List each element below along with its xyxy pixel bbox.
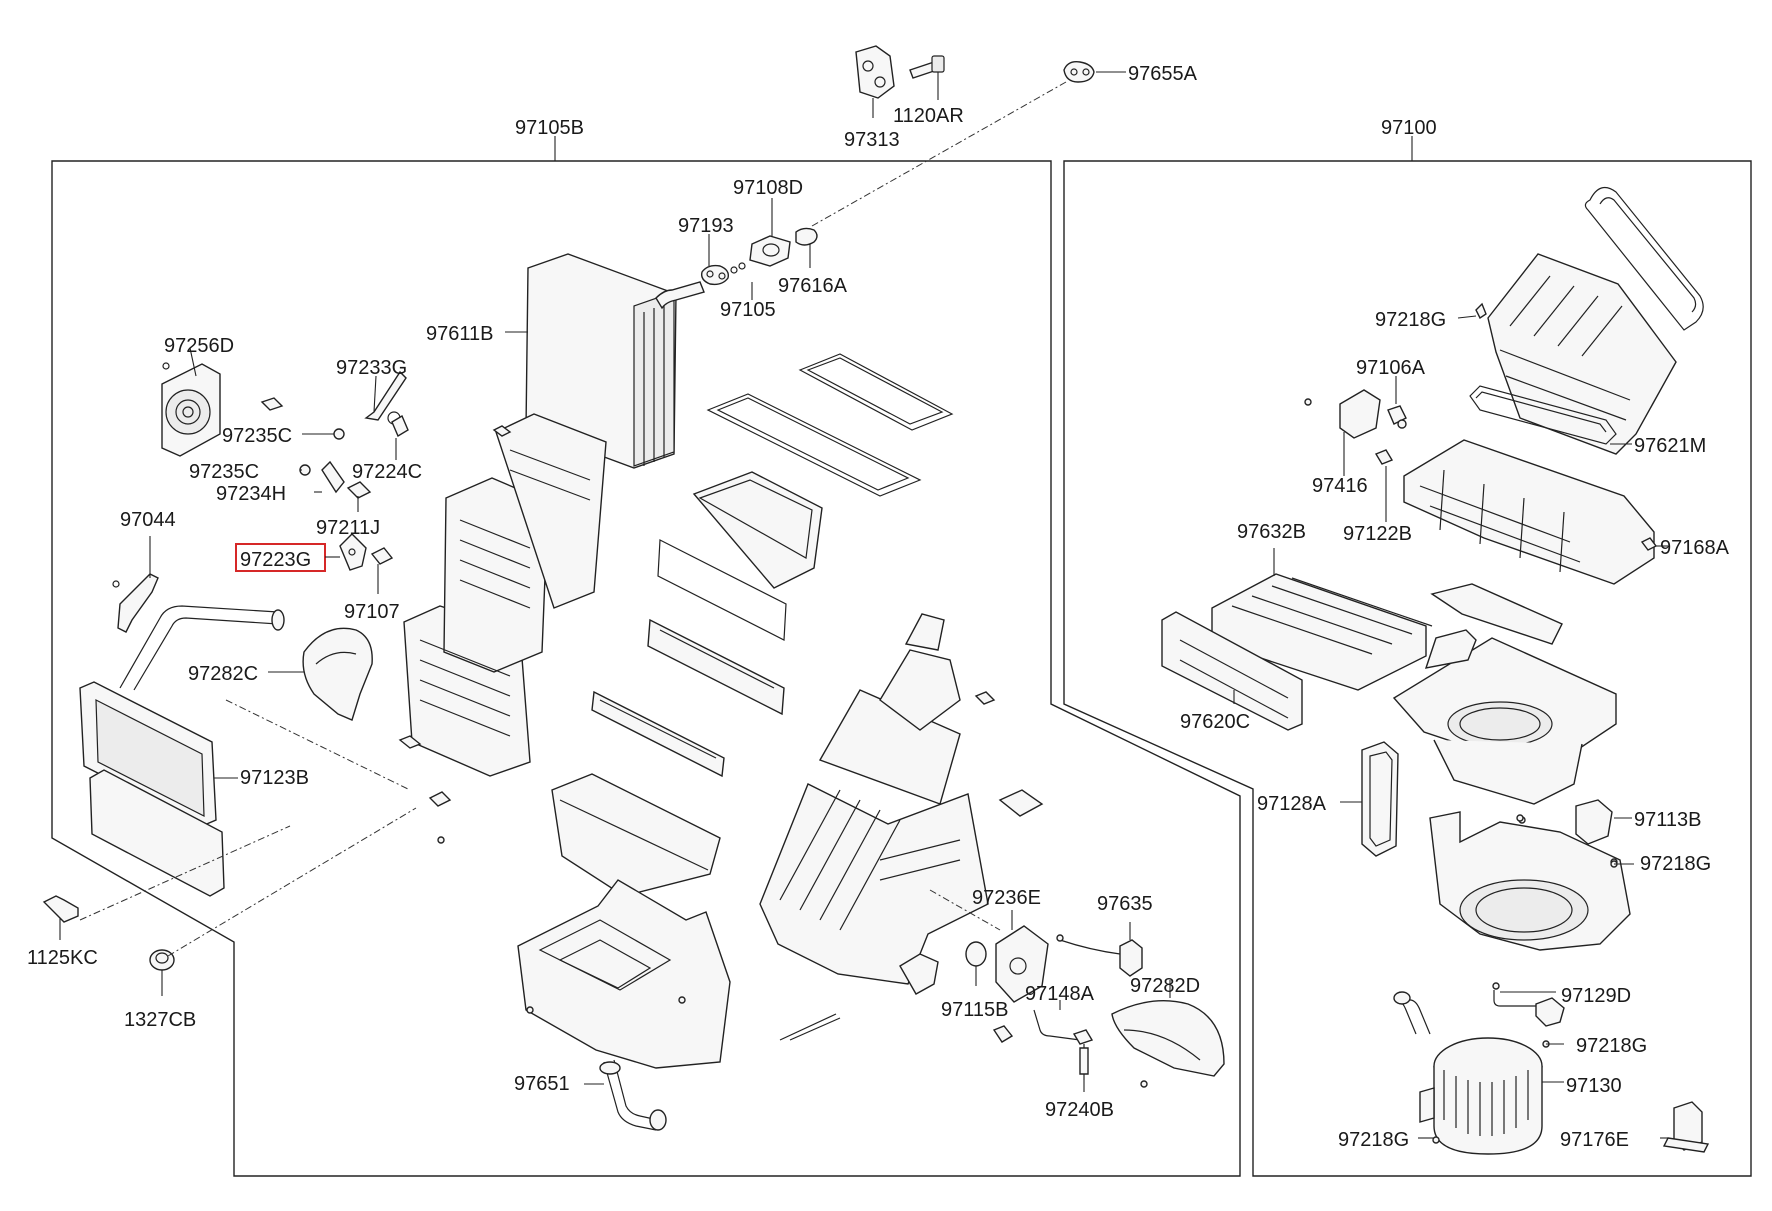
label-97108D: 97108D	[733, 177, 803, 199]
part-97224C	[391, 414, 409, 460]
part-97235C	[260, 397, 345, 476]
intake-housing	[1403, 439, 1668, 645]
part-97107	[370, 547, 394, 594]
label-97234H: 97234H	[216, 483, 286, 505]
part-97416-97122B	[1343, 432, 1394, 522]
label-97130: 97130	[1566, 1075, 1622, 1097]
hvac-case-left	[398, 413, 607, 844]
lower-case	[517, 879, 731, 1069]
part-97236E	[995, 910, 1049, 1003]
label-97107: 97107	[344, 601, 400, 623]
label-97105: 97105	[720, 299, 776, 321]
label-97123B: 97123B	[240, 767, 309, 789]
label-97100: 97100	[1381, 117, 1437, 139]
label-97621M: 97621M	[1634, 435, 1706, 457]
part-97148A	[1033, 1000, 1094, 1045]
part-97218G-top	[1457, 302, 1487, 320]
part-97115B	[899, 941, 1014, 1043]
label-97235C-2: 97235C	[189, 461, 259, 483]
part-97108D	[749, 198, 791, 267]
part-97256D	[161, 347, 221, 457]
label-97218G-3: 97218G	[1576, 1035, 1647, 1057]
hvac-doors	[551, 539, 787, 897]
label-97611B: 97611B	[426, 323, 493, 345]
part-97282D	[1111, 980, 1225, 1088]
part-1120AR	[909, 55, 945, 100]
label-97620C: 97620C	[1180, 711, 1250, 733]
part-97635	[1056, 922, 1143, 977]
label-97635: 97635	[1097, 893, 1153, 915]
part-97130-blower-motor	[1419, 1037, 1564, 1155]
part-filter-frames	[692, 353, 954, 589]
label-97218G-4: 97218G	[1338, 1129, 1409, 1151]
part-97233G	[364, 370, 407, 425]
label-97651: 97651	[514, 1073, 570, 1095]
part-97651	[584, 1059, 667, 1131]
label-97256D: 97256D	[164, 335, 234, 357]
label-97218G-1: 97218G	[1375, 309, 1446, 331]
label-97240B: 97240B	[1045, 1099, 1114, 1121]
label-97282D: 97282D	[1130, 975, 1200, 997]
label-97616A: 97616A	[778, 275, 848, 297]
part-97176E	[1660, 1101, 1710, 1153]
hvac-case-right	[759, 613, 1044, 985]
part-97129D	[1492, 982, 1565, 1027]
part-97106A	[1304, 376, 1407, 439]
part-97616A	[795, 227, 818, 268]
label-97106A: 97106A	[1356, 357, 1426, 379]
part-97223G	[339, 533, 367, 571]
part-97282C	[268, 627, 373, 721]
label-97282C: 97282C	[188, 663, 258, 685]
label-97236E: 97236E	[972, 887, 1041, 909]
part-97313	[855, 45, 895, 118]
part-97621M-top-cover	[1487, 186, 1704, 455]
part-97240B	[1079, 1044, 1089, 1092]
part-97655A	[1063, 60, 1126, 83]
label-1120AR: 1120AR	[893, 105, 964, 127]
label-97044: 97044	[120, 509, 176, 531]
label-97211J: 97211J	[316, 517, 380, 539]
label-97113B: 97113B	[1634, 809, 1701, 831]
label-97233G: 97233G	[336, 357, 407, 379]
label-97224C: 97224C	[352, 461, 422, 483]
part-hose-left	[1393, 991, 1431, 1035]
label-97632B: 97632B	[1237, 521, 1306, 543]
label-97115B: 97115B	[941, 999, 1008, 1021]
part-97211J	[346, 481, 372, 512]
blower-case-upper	[1392, 629, 1617, 824]
label-1125KC: 1125KC	[27, 947, 98, 969]
label-97148A: 97148A	[1025, 983, 1095, 1005]
label-97128A: 97128A	[1257, 793, 1327, 815]
part-1125KC	[42, 895, 79, 940]
part-97128A	[1340, 741, 1399, 857]
label-97168A: 97168A	[1660, 537, 1730, 559]
part-97123B	[79, 681, 238, 897]
part-97105	[730, 262, 753, 300]
label-97129D: 97129D	[1561, 985, 1631, 1007]
frame-97105B	[51, 160, 1241, 1177]
label-1327CB: 1327CB	[124, 1009, 196, 1031]
part-97193	[700, 234, 730, 286]
label-97655A: 97655A	[1128, 63, 1198, 85]
part-97234H	[314, 460, 345, 494]
label-97176E: 97176E	[1560, 1129, 1629, 1151]
part-97620C	[1161, 611, 1303, 731]
label-97313: 97313	[844, 129, 900, 151]
frame-97100	[1063, 160, 1752, 1177]
part-97621M-seal	[1469, 385, 1632, 445]
label-97218G-2: 97218G	[1640, 853, 1711, 875]
label-97105B: 97105B	[515, 117, 584, 139]
heater-pipes	[119, 605, 285, 691]
label-97416: 97416	[1312, 475, 1368, 497]
label-97235C-1: 97235C	[222, 425, 292, 447]
part-1327CB	[149, 949, 175, 996]
part-97218G-screws	[1418, 814, 1634, 1144]
label-97122B: 97122B	[1343, 523, 1412, 545]
part-97044	[112, 536, 159, 633]
label-97193: 97193	[678, 215, 734, 237]
label-97223G[interactable]: 97223G	[240, 549, 311, 571]
blower-case-lower	[1429, 799, 1632, 951]
